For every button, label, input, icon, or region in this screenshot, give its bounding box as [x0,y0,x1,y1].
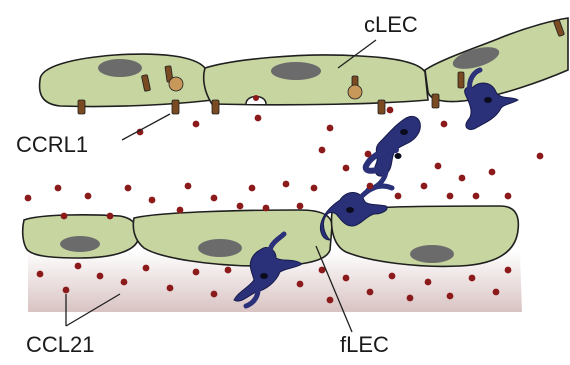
ccl21-dot [319,147,326,154]
label-ccrl1: CCRL1 [16,134,88,156]
ccl21-dot [211,195,218,202]
nucleus-icon [260,273,268,279]
ccl21-dot [61,213,68,220]
ccl21-dot [365,151,372,158]
ccl21-dot [97,273,104,280]
nucleus-icon [484,97,492,103]
ccl21-dot [441,121,448,128]
ccrl1-bound-icon [169,77,183,91]
ccrl1-receptor-icon [458,72,464,88]
ccl21-dot [327,297,334,304]
ccl21-dot [37,271,44,278]
ccl21-dot [225,267,232,274]
ccl21-dot [85,193,92,200]
ccl21-dot [389,273,396,280]
clec-cell-2 [204,55,428,105]
ccl21-dot [473,193,480,200]
ccrl1-receptor-icon [378,100,385,114]
ccl21-dot [263,205,270,212]
nucleus-icon [60,236,100,252]
ccl21-dot [447,193,454,200]
ccl21-dot [121,279,128,286]
label-ccl21: CCL21 [26,334,94,356]
ccl21-dot [489,169,496,176]
ccl21-dot [193,269,200,276]
ccl21-dot [447,293,454,300]
ccl21-dot [311,185,318,192]
nucleus-icon [395,153,402,159]
ccl21-dot [297,281,304,288]
ccl21-dot [75,263,82,270]
ccl21-dot [505,267,512,274]
ccl21-dot [407,295,414,302]
ccl21-dot [283,181,290,188]
ccl21-dot [469,275,476,282]
nucleus-icon [346,207,354,213]
ccl21-dot [395,193,402,200]
ccl21-dot [493,289,500,296]
nucleus-icon [410,245,454,263]
ccl21-dot [327,125,334,132]
ccl21-dot [249,185,256,192]
ccl21-dot [387,107,394,114]
nucleus-icon [198,239,242,257]
leader-line-ccrl1 [122,114,170,140]
ccl21-dot [167,285,174,292]
ccl21-dot [255,115,262,122]
ccrl1-bound-icon [348,85,362,99]
nucleus-icon [400,129,408,135]
ccl21-dot [459,175,466,182]
ccl21-dot [107,213,114,220]
ccrl1-receptor-icon [78,100,85,114]
ccl21-dot [537,153,544,160]
ccl21-dot [185,183,192,190]
ccl21-dot [367,183,374,190]
ccl21-dot [343,165,350,172]
nucleus-icon [98,59,142,77]
label-flec: fLEC [340,334,389,356]
ccl21-dot [211,291,218,298]
ccl21-dot [125,185,132,192]
ccrl1-receptor-icon [172,100,179,114]
ccl21-dot [149,197,156,204]
ccl21-dot [425,279,432,286]
dendritic-cell-icon [362,186,392,196]
ccl21-dot [55,185,62,192]
ccl21-dot [63,287,70,294]
ccrl1-receptor-icon [212,100,219,114]
ccl21-dot [25,195,32,202]
ccl21-dot [421,183,428,190]
ccl21-dot [177,207,184,214]
label-clec: cLEC [364,14,418,36]
ccl21-dot [193,121,200,128]
ccl21-dot [505,193,512,200]
ccl21-dot [297,203,304,210]
nucleus-icon [271,62,321,80]
ccl21-dot [237,203,244,210]
ccrl1-receptor-icon [432,94,439,108]
ccl21-dot [253,95,259,101]
ccl21-dot [435,163,442,170]
ccl21-dot [367,289,374,296]
ccl21-dot [143,265,150,272]
clec-cell-3 [425,18,568,102]
ccl21-dot [343,275,350,282]
